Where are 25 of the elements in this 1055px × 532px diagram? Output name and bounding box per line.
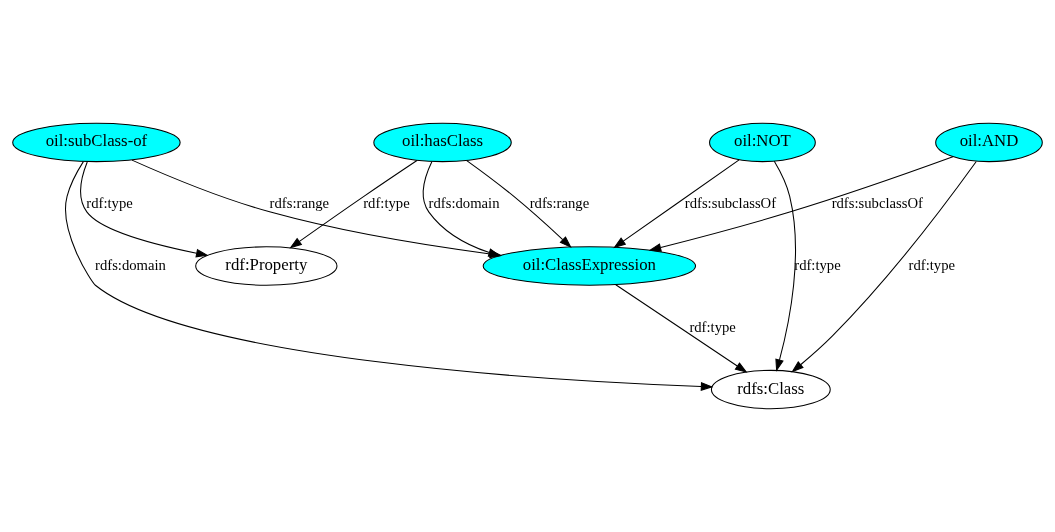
arrow	[773, 160, 796, 372]
edge-label: rdfs:domain	[428, 195, 500, 212]
arrow	[791, 160, 977, 373]
edge-label: rdfs:range	[269, 195, 330, 212]
edge-label: rdfs:domain	[95, 256, 166, 273]
arrow	[648, 156, 954, 252]
edge-label: rdfs:subclassOf	[831, 195, 923, 212]
node-ellipse: oil:AND	[935, 122, 1043, 163]
arrow	[65, 161, 714, 391]
edge-label: rdfs:range	[529, 195, 590, 212]
node-ellipse: oil:hasClass	[373, 122, 512, 163]
node-ellipse: oil:NOT	[709, 122, 816, 163]
edge-label: rdf:type	[363, 195, 410, 212]
node-ellipse: rdfs:Class	[710, 369, 831, 410]
edge-label: rdf:type	[689, 318, 736, 335]
edge-label: rdfs:subclassOf	[684, 195, 777, 212]
edge-label: rdf:type	[794, 256, 841, 273]
node-ellipse: oil:subClass-of	[12, 122, 181, 163]
edge-label: rdf:type	[86, 195, 133, 212]
arrow	[466, 160, 572, 249]
arrow	[615, 284, 748, 373]
arrow	[80, 161, 209, 258]
edge-label: rdf:type	[908, 256, 956, 273]
arrow	[289, 160, 418, 249]
arrow	[613, 159, 740, 249]
